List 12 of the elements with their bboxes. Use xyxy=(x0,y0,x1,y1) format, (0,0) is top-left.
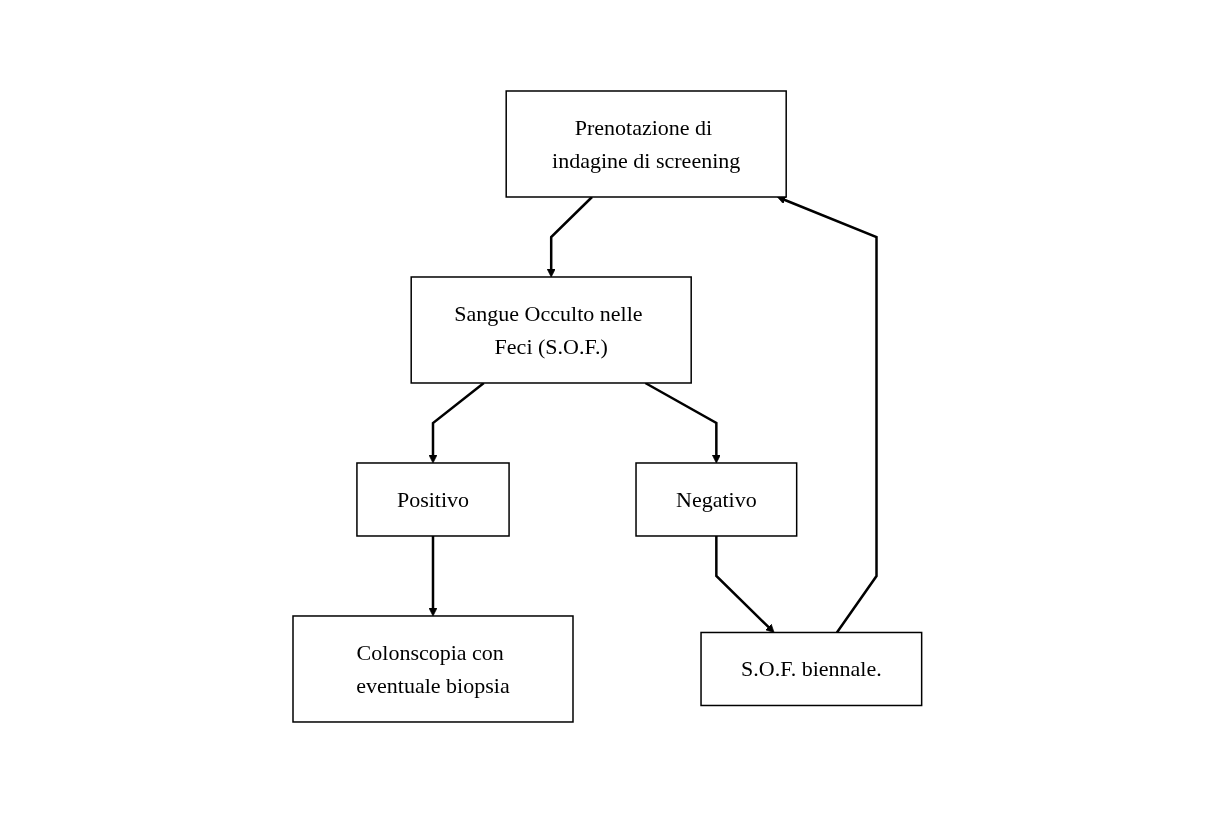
arrow xyxy=(776,195,878,634)
node-box: S.O.F. biennale. xyxy=(699,631,923,707)
arrow xyxy=(428,382,485,464)
node-box: Negativo xyxy=(634,462,798,537)
arrow xyxy=(546,196,593,278)
node-box: Prenotazione di indagine di screening xyxy=(505,90,787,198)
arrow xyxy=(644,381,721,464)
node-box: Positivo xyxy=(355,462,510,537)
arrow xyxy=(714,536,775,633)
node-box: Sangue Occulto nelle Feci (S.O.F.) xyxy=(410,276,692,384)
node-box: Colonscopia con eventuale biopsia xyxy=(291,615,574,723)
arrow xyxy=(428,536,438,617)
